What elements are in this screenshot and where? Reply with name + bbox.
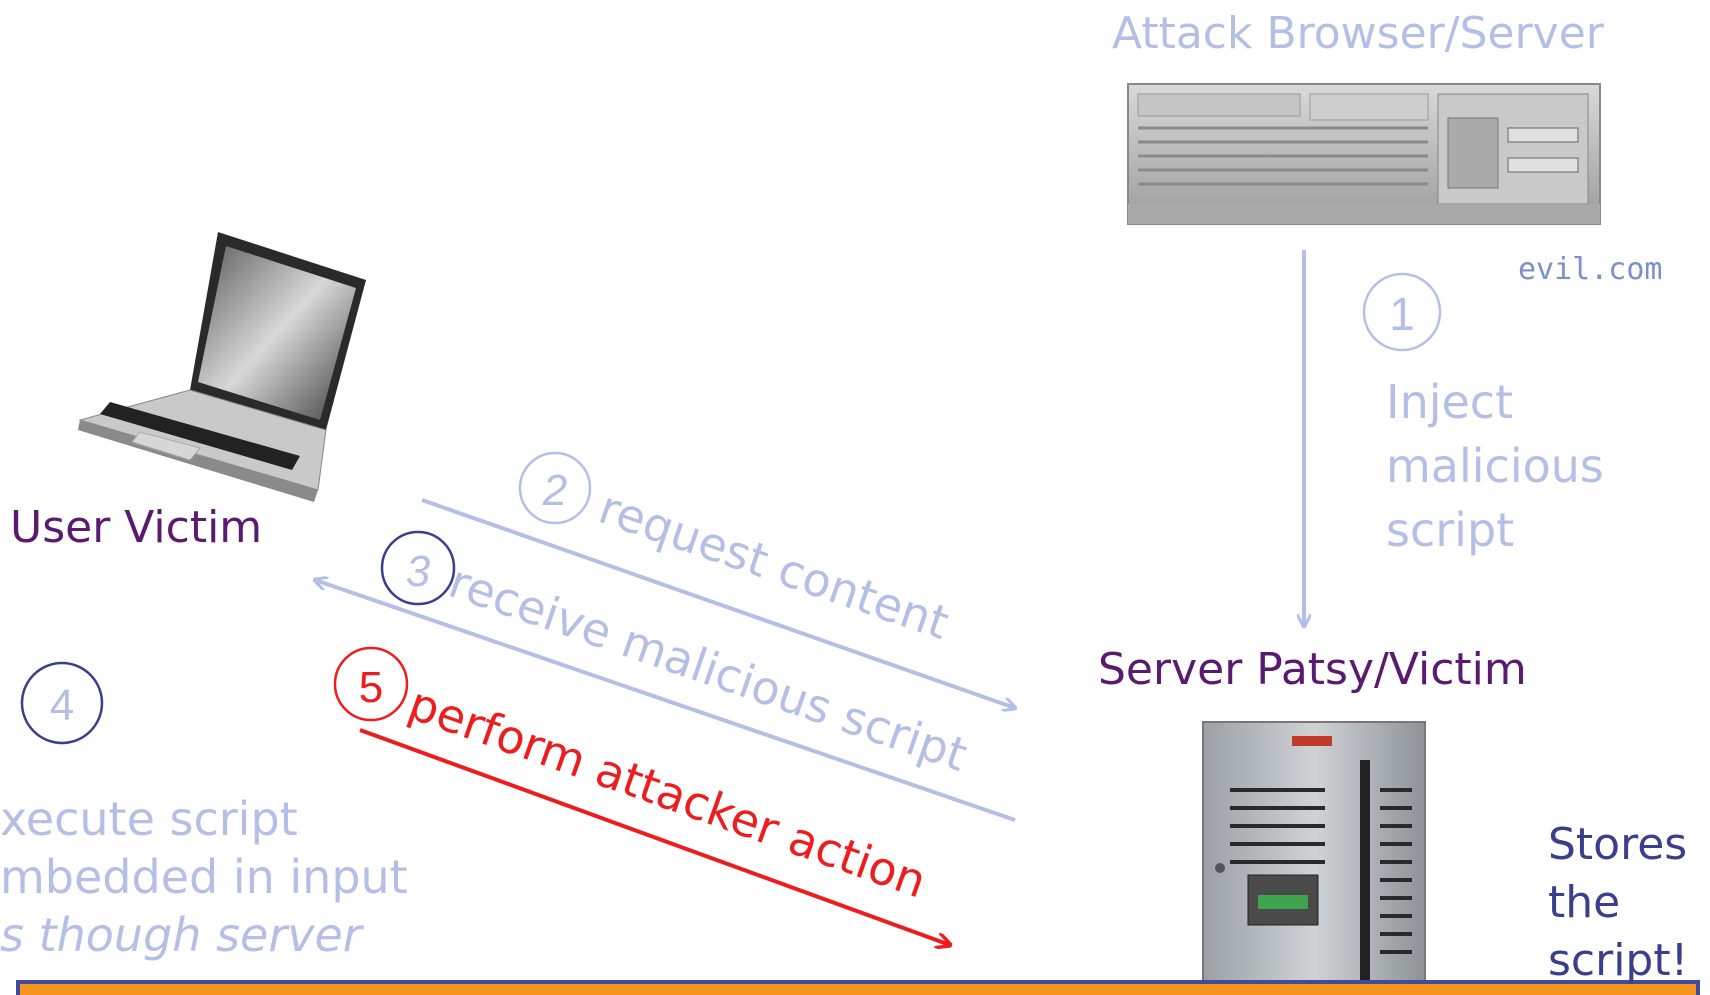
attack-server-icon	[1127, 83, 1601, 225]
step-circle-5: 5	[333, 646, 409, 722]
tower-server-icon	[1202, 721, 1426, 995]
user-victim-label: User Victim	[10, 502, 263, 553]
step-circle-2: 2	[518, 451, 592, 525]
svg-text:5: 5	[359, 663, 383, 712]
svg-text:1: 1	[1389, 288, 1415, 340]
server-victim-label: Server Patsy/Victim	[1098, 644, 1527, 695]
step-1-text: Inject malicious script	[1386, 375, 1604, 557]
svg-text:2: 2	[542, 466, 567, 515]
footer-bar	[16, 980, 1700, 995]
laptop-icon	[78, 232, 366, 502]
step-4-text: xecute script mbedded in input s though …	[0, 792, 408, 962]
svg-text:4: 4	[50, 681, 74, 730]
step-circle-4: 4	[20, 661, 104, 745]
svg-text:3: 3	[406, 547, 431, 596]
server-note: Stores the script!	[1548, 819, 1689, 986]
attack-server-label: Attack Browser/Server	[1112, 8, 1604, 59]
arrow-request	[421, 498, 1015, 708]
step-circle-3: 3	[380, 530, 456, 606]
arrow-attack	[359, 728, 950, 945]
evil-domain-label: evil.com	[1518, 252, 1663, 287]
step-circle-1: 1	[1362, 272, 1442, 352]
arrow-receive	[315, 580, 1016, 822]
